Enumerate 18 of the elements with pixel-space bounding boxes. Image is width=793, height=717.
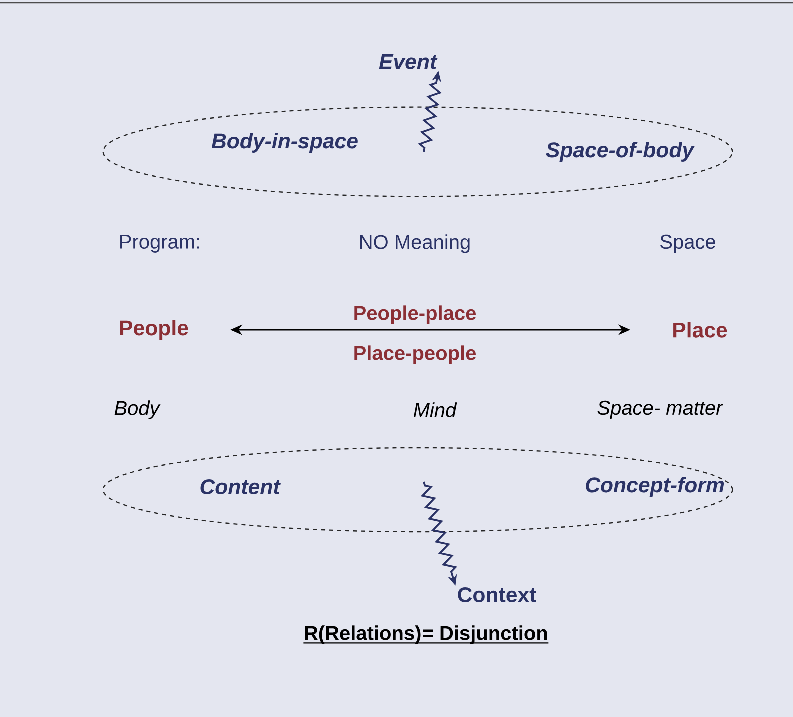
label-text: = Disjunction xyxy=(422,626,549,644)
node-text: People xyxy=(120,320,188,340)
ellipse-text: Space-of-body xyxy=(546,142,695,162)
node-text: Event xyxy=(379,54,438,70)
node-text: Context xyxy=(458,587,536,603)
label-text: NO Meaning xyxy=(360,234,470,254)
label-text: R(Relations) xyxy=(304,626,422,644)
label-text: Place-people xyxy=(354,346,476,364)
label-text: Space- matter xyxy=(598,400,724,420)
node-text: Place xyxy=(674,322,728,338)
label-text: Body xyxy=(114,400,161,420)
label-text: Mind xyxy=(414,402,458,418)
ellipse-text: Body-in-space xyxy=(212,133,358,153)
label-text: People-place xyxy=(354,306,476,324)
ellipse-text: Concept-form xyxy=(586,477,724,497)
label-text: Space xyxy=(660,234,716,254)
ellipse-text: Content xyxy=(200,479,282,495)
label-text: Program: xyxy=(120,235,200,253)
